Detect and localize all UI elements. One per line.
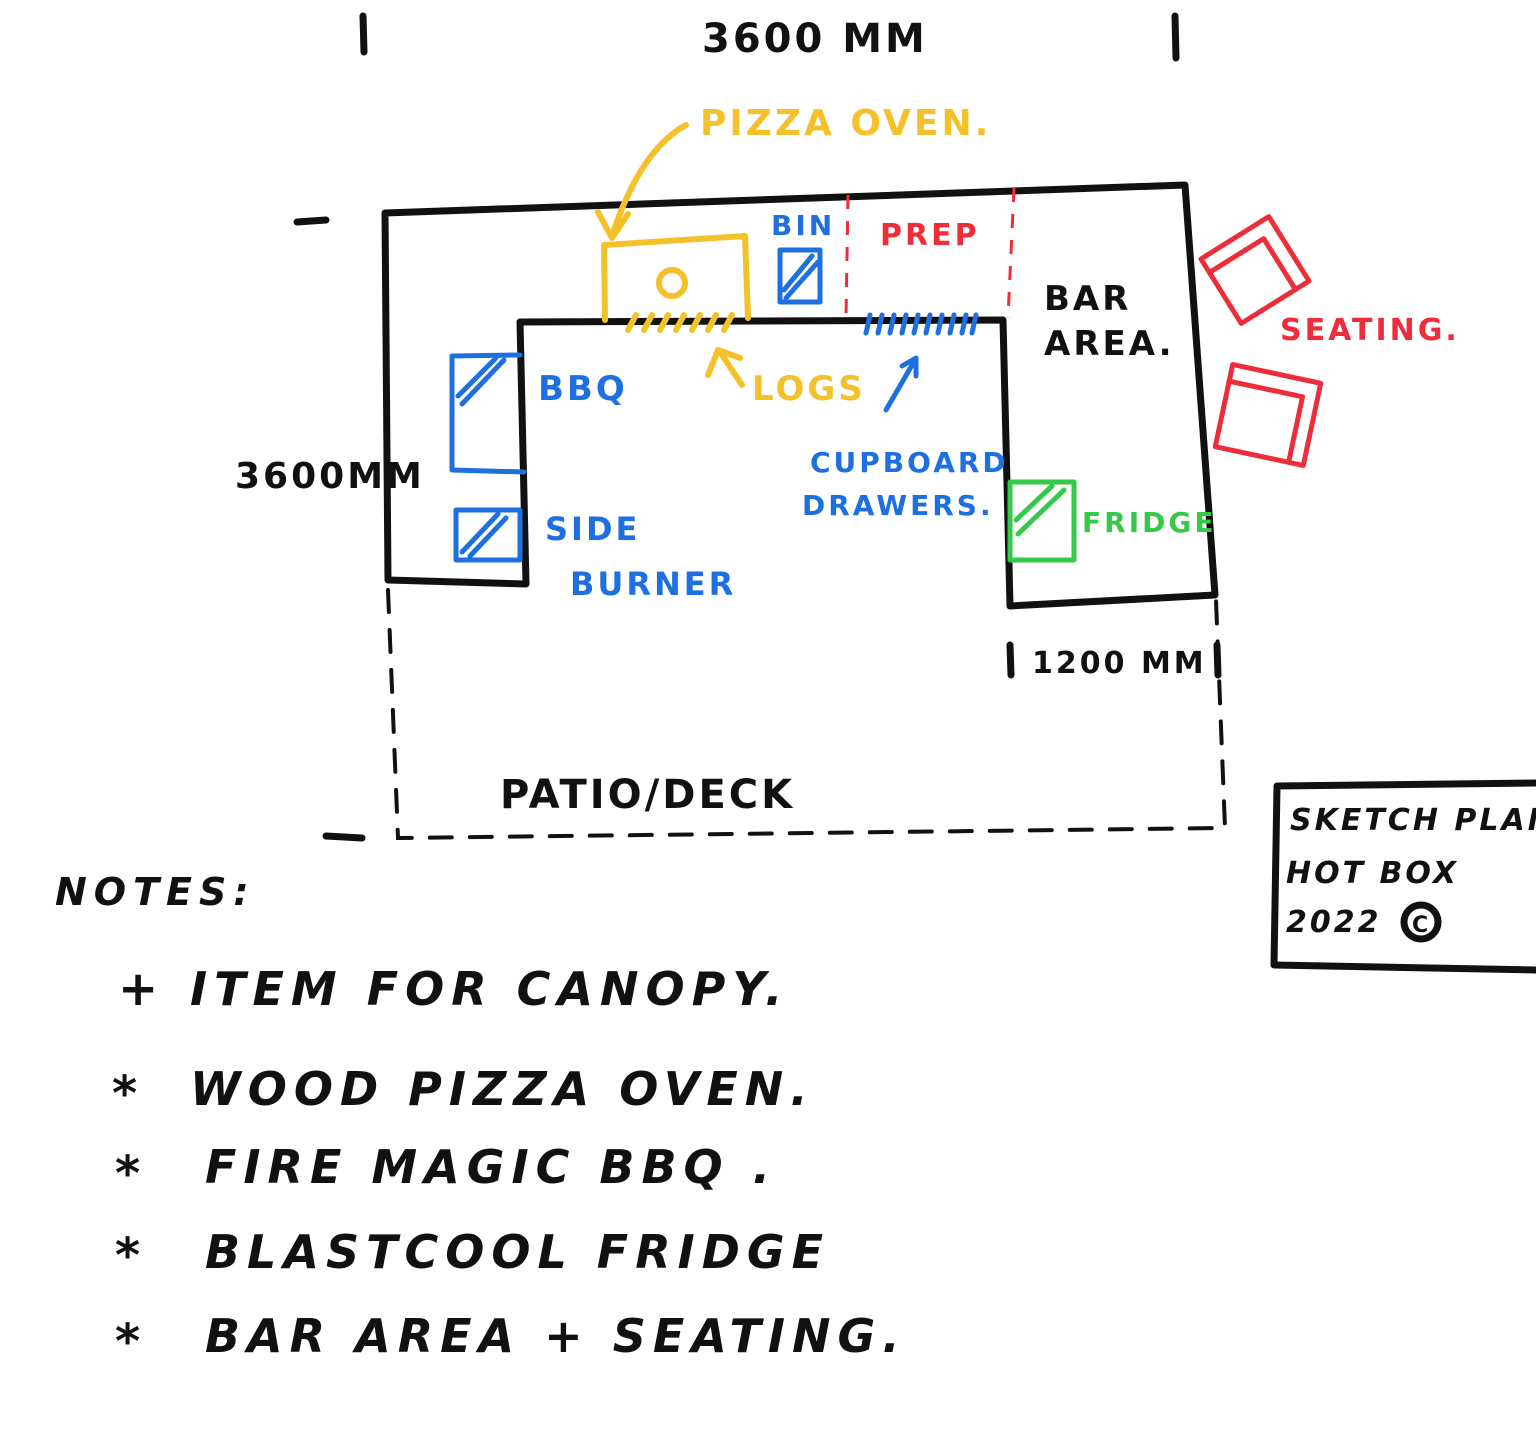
side-burner-label-line2: BURNER	[570, 565, 736, 603]
notes-heading: NOTES:	[55, 870, 256, 914]
chair-top-icon	[1198, 214, 1312, 326]
note-bullet-5: *	[115, 1314, 147, 1370]
pizza-oven-arrow-line	[609, 122, 689, 239]
note-text-3: FIRE MAGIC BBQ .	[205, 1140, 777, 1194]
top-width-label: 3600 MM	[702, 16, 928, 62]
note-text-4: BLASTCOOL FRIDGE	[205, 1225, 830, 1279]
prep-label: PREP	[880, 218, 980, 253]
height-tick-top	[293, 216, 330, 226]
note-bullet-4: *	[115, 1228, 147, 1284]
logs-arrow-line	[717, 349, 745, 388]
side-burner-box	[453, 507, 523, 563]
bin-box	[777, 247, 823, 305]
pizza-oven-label: PIZZA OVEN.	[700, 103, 991, 144]
copyright-icon	[1400, 901, 1442, 943]
side-burner-label-line1: SIDE	[545, 510, 640, 548]
bin-hatch	[781, 253, 821, 301]
dimension-tick-right	[1171, 12, 1180, 62]
bin: BIN	[771, 209, 835, 305]
logs-hatch	[625, 312, 735, 333]
title-line3: 2022	[1286, 905, 1382, 940]
bbq-label: BBQ	[538, 369, 628, 409]
bbq-outline	[449, 352, 527, 475]
seating-chairs: SEATING.	[1198, 214, 1460, 468]
fridge-box	[1007, 479, 1077, 563]
bar-area-label-line2: AREA.	[1044, 324, 1175, 364]
note-text-5: BAR AREA + SEATING.	[205, 1309, 907, 1363]
notes: NOTES: + ITEM FOR CANOPY. * WOOD PIZZA O…	[55, 870, 907, 1370]
note-text-2: WOOD PIZZA OVEN.	[190, 1062, 815, 1116]
note-bullet-1: +	[118, 961, 165, 1017]
depth-tick-left	[1006, 641, 1015, 679]
fridge: FRIDGE	[1007, 479, 1216, 563]
prep-divider-left	[844, 194, 850, 319]
logs-label: LOGS	[752, 369, 866, 409]
cupboard-label-line1: CUPBOARD	[810, 446, 1009, 479]
title-block-border	[1270, 779, 1536, 974]
title-line2: HOT BOX	[1286, 856, 1459, 891]
fridge-hatch	[1013, 483, 1067, 537]
bin-label: BIN	[771, 209, 835, 242]
chair-bottom-icon	[1212, 362, 1324, 468]
cupboard-hatch	[863, 312, 979, 336]
bbq-hatch	[455, 355, 507, 407]
seating-label: SEATING.	[1280, 313, 1460, 348]
note-text-1: ITEM FOR CANOPY.	[190, 962, 790, 1016]
note-bullet-3: *	[115, 1146, 147, 1202]
left-height-label: 3600MM	[235, 456, 425, 497]
cupboard-arrow-line	[883, 357, 918, 413]
depth-tick-right	[1213, 641, 1222, 679]
pizza-oven-door-icon	[656, 267, 688, 299]
dimension-tick-left	[359, 12, 368, 56]
logs-arrow-head-icon	[705, 347, 743, 378]
right-depth-label: 1200 MM	[1032, 646, 1207, 681]
fridge-label: FRIDGE	[1082, 506, 1216, 539]
cupboard-label-line2: DRAWERS.	[802, 489, 994, 522]
height-tick-bottom	[322, 832, 366, 842]
note-bullet-2: *	[112, 1066, 144, 1122]
side-burner: SIDE BURNER	[453, 507, 736, 603]
copyright-letter: C	[1412, 913, 1431, 938]
pizza-oven: PIZZA OVEN.	[595, 103, 991, 333]
cupboard-arrow-head-icon	[899, 355, 919, 379]
pizza-oven-outline	[601, 233, 751, 323]
side-burner-hatch	[459, 511, 509, 559]
top-dimension: 3600 MM	[359, 12, 1180, 62]
title-line1: SKETCH PLAN	[1290, 803, 1536, 838]
bbq: BBQ	[449, 352, 628, 475]
prep-divider-right	[1006, 187, 1016, 319]
bar-area-label-line1: BAR	[1044, 279, 1131, 319]
pizza-oven-arrow-head-icon	[595, 209, 631, 241]
kitchen-outline	[381, 181, 1219, 610]
patio-outline	[386, 588, 1228, 841]
patio-label: PATIO/DECK	[500, 772, 795, 818]
title-block: SKETCH PLAN HOT BOX 2022 C	[1270, 779, 1536, 974]
